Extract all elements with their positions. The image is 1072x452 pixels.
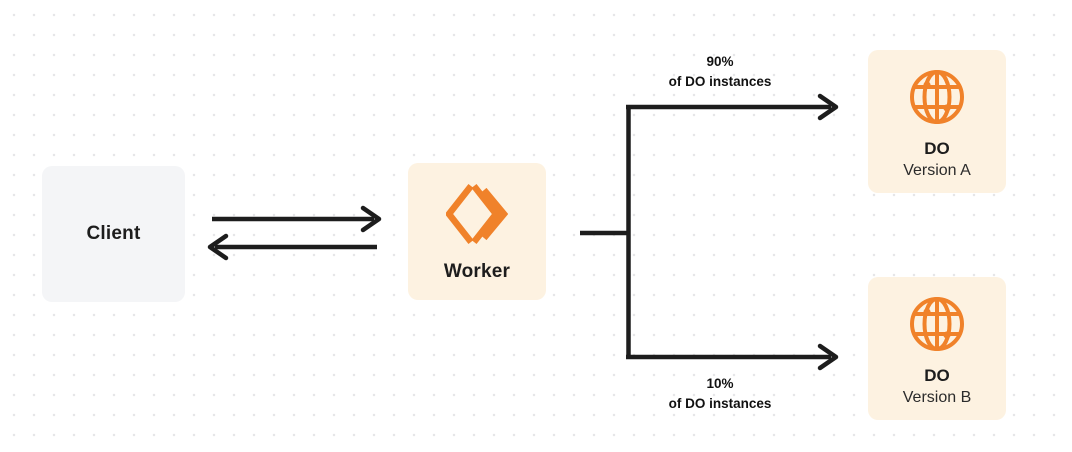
node-client[interactable]: Client bbox=[42, 166, 185, 302]
node-do-version-b[interactable]: DO Version B bbox=[868, 277, 1006, 420]
node-do-version-a[interactable]: DO Version A bbox=[868, 50, 1006, 193]
edge-label-do-a-percent: 90% bbox=[706, 54, 734, 69]
node-client-label: Client bbox=[86, 223, 141, 244]
node-worker-label: Worker bbox=[443, 260, 511, 282]
globe-icon bbox=[907, 67, 967, 127]
edge-label-do-b-caption: of DO instances bbox=[668, 395, 772, 411]
edge-label-do-a: 90% of DO instances bbox=[600, 52, 840, 91]
node-do-a-label: DO bbox=[924, 139, 950, 159]
node-do-b-sublabel: Version B bbox=[902, 388, 972, 406]
globe-icon bbox=[907, 294, 967, 354]
node-do-b-label: DO bbox=[924, 366, 950, 386]
cloudflare-workers-logo-icon bbox=[446, 181, 508, 247]
edge-label-do-b-percent: 10% bbox=[706, 376, 734, 391]
edge-label-do-b: 10% of DO instances bbox=[600, 374, 840, 413]
node-worker[interactable]: Worker bbox=[408, 163, 546, 300]
edge-label-do-a-caption: of DO instances bbox=[668, 73, 772, 89]
node-do-a-sublabel: Version A bbox=[903, 161, 971, 179]
